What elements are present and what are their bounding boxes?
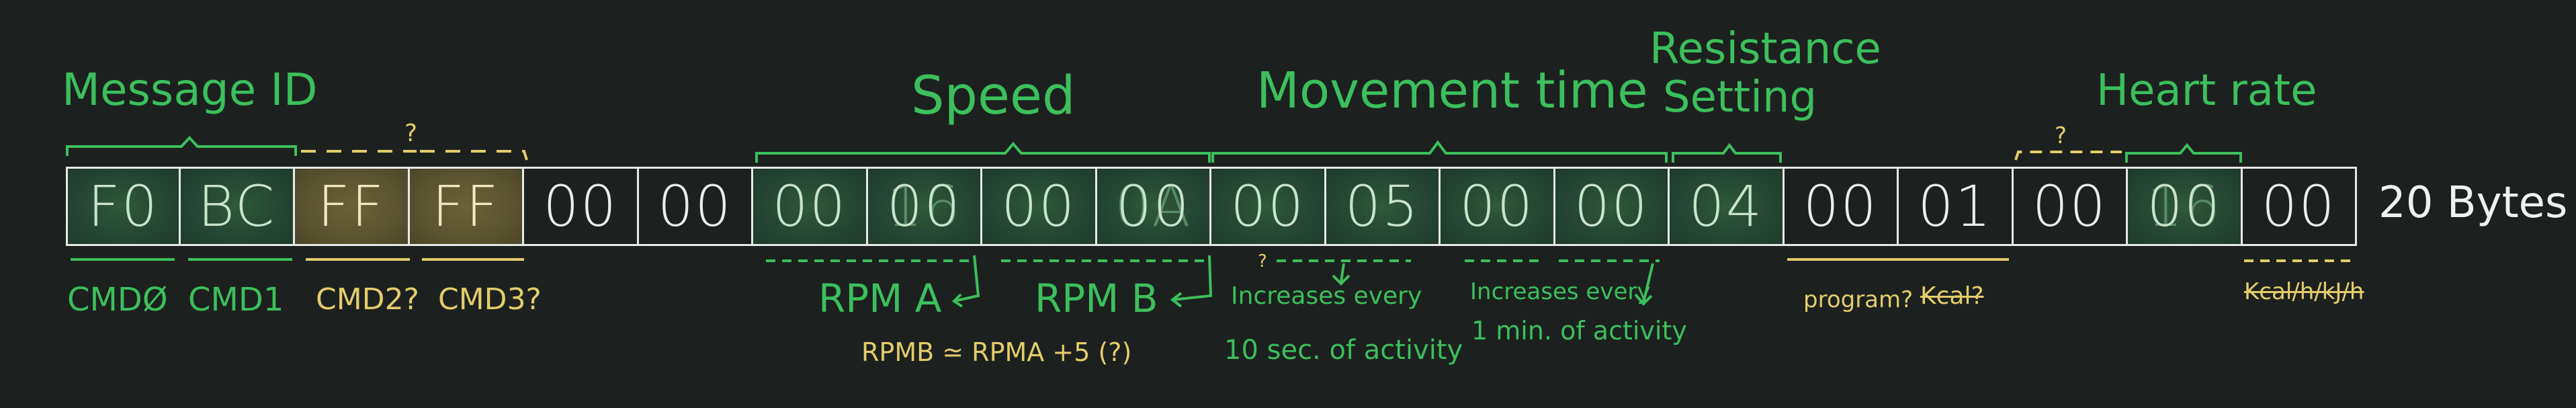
kcal-label: Kcal? — [1920, 282, 1984, 310]
byte-value: 00 — [2147, 173, 2222, 239]
rpm-b-label: RPM B — [1035, 276, 1158, 321]
movement-time-brace — [1211, 140, 1668, 163]
byte-cell: 01 — [1899, 167, 2014, 246]
message-id-label: Message ID — [62, 64, 318, 116]
time-b-line1: Increases every — [1470, 278, 1651, 305]
byte-value: 00 — [1230, 173, 1305, 239]
byte-value: 00 — [1115, 173, 1191, 239]
byte-cell: FF — [409, 167, 524, 246]
program-label: program? — [1803, 286, 1914, 313]
byte-value: 00 — [1459, 173, 1535, 239]
resistance-label-line1: Resistance — [1649, 24, 1881, 74]
cmd3-label: CMD3? — [438, 282, 542, 317]
byte-cell: 00 — [982, 167, 1097, 246]
byte-value: 05 — [1344, 173, 1420, 239]
byte-value: 00 — [886, 173, 961, 239]
time-a-line2: 10 sec. of activity — [1224, 335, 1463, 366]
byte-value: 00 — [1574, 173, 1649, 239]
unknown-brace-1 — [301, 150, 528, 161]
rpm-b-arrow — [1170, 255, 1213, 308]
speed-label: Speed — [911, 66, 1076, 126]
byte-value: FF — [317, 173, 386, 239]
byte-value: F0 — [87, 173, 159, 239]
speed-brace — [755, 141, 1211, 163]
rpm-note-label: RPMB ≃ RPMA +5 (?) — [861, 337, 1132, 367]
byte-value: 00 — [1803, 173, 1878, 239]
byte-value: 04 — [1688, 173, 1764, 239]
overwritten-value: 16 — [2147, 173, 2222, 239]
byte-cell: 00 — [524, 167, 639, 246]
byte-cell: 04 — [1670, 167, 1785, 246]
byte-value: 00 — [772, 173, 847, 239]
movement-time-label: Movement time — [1256, 62, 1648, 120]
time-small-question: ? — [1258, 251, 1267, 272]
struck-unit-label: Kcal/h/kJ/h — [2244, 278, 2364, 305]
cmd0-label: CMDØ — [67, 281, 168, 319]
byte-cell: 05 — [1326, 167, 1441, 246]
byte-value: 00 — [2261, 173, 2336, 239]
byte-cell: FF — [295, 167, 410, 246]
byte-cell: BC — [180, 167, 295, 246]
message-id-brace — [66, 136, 297, 156]
resistance-label-line2: Setting — [1663, 73, 1817, 122]
cmd2-label: CMD2? — [316, 282, 419, 317]
unknown-label-1: ? — [404, 120, 418, 147]
time-b-arrow — [1634, 263, 1654, 306]
heart-rate-label: Heart rate — [2096, 66, 2317, 116]
byte-value: 00 — [543, 173, 618, 239]
byte-cell: F0 — [66, 167, 181, 246]
overwritten-value: 16 — [886, 173, 961, 239]
byte-cell: 00 — [753, 167, 868, 246]
byte-cell: 00 — [2243, 167, 2357, 246]
time-a-line1: Increases every — [1231, 282, 1422, 310]
byte-value: 00 — [2032, 173, 2107, 239]
byte-cell: 00 — [1785, 167, 1899, 246]
byte-value: FF — [431, 173, 500, 239]
size-label: 20 Bytes — [2378, 178, 2568, 228]
byte-value: 01 — [1918, 173, 1993, 239]
byte-cell: 00 — [1441, 167, 1555, 246]
unknown-brace-2 — [2014, 151, 2122, 161]
unknown-label-2: ? — [2055, 122, 2067, 149]
heart-rate-brace — [2125, 142, 2242, 163]
byte-cell: 00 — [2014, 167, 2128, 246]
byte-cell: 00 — [639, 167, 753, 246]
overwritten-value: 0A — [1114, 173, 1192, 239]
time-a-arrow — [1332, 263, 1350, 286]
byte-value: 00 — [1001, 173, 1076, 239]
byte-cell: 00 — [1555, 167, 1670, 246]
byte-value: BC — [198, 173, 276, 239]
rpm-a-arrow — [951, 255, 980, 308]
byte-value: 00 — [657, 173, 732, 239]
byte-cell: 00 — [1211, 167, 1326, 246]
cmd1-label: CMD1 — [188, 281, 284, 319]
time-b-line2: 1 min. of activity — [1471, 316, 1687, 345]
rpm-a-label: RPM A — [818, 276, 942, 321]
resistance-brace — [1672, 142, 1782, 163]
